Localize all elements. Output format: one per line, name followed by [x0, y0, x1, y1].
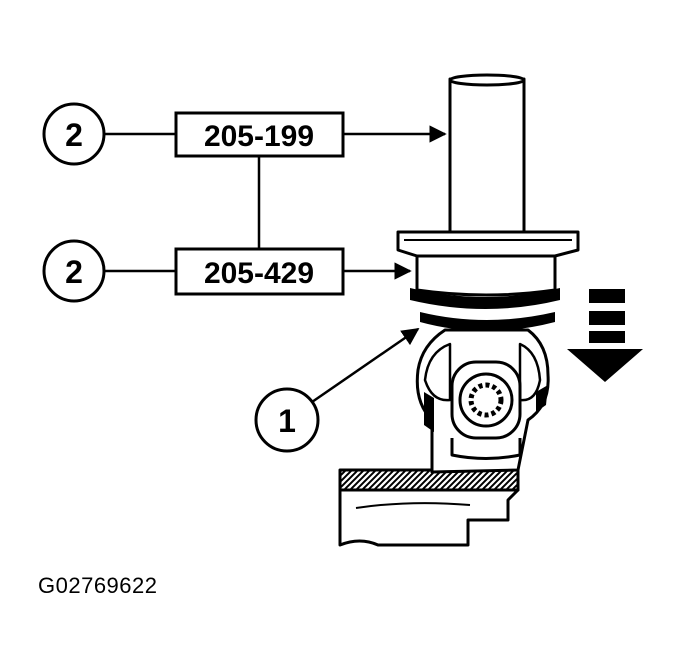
yoke-base — [450, 438, 522, 460]
yoke-inner-arm-left — [423, 342, 452, 402]
part-number-box — [174, 111, 345, 158]
callout-number: 1 — [278, 403, 296, 439]
part-number-box — [174, 247, 345, 296]
arrow-dash-2 — [589, 311, 625, 325]
yoke-inner-arm-right — [518, 342, 542, 402]
bearing-center — [468, 382, 504, 418]
shaft-body — [338, 475, 520, 547]
downward-direction-arrow-icon — [567, 289, 643, 382]
callout-number: 2 — [65, 254, 83, 290]
callout-circle-1 — [254, 387, 320, 453]
arrow-dash-1 — [589, 289, 625, 303]
snap-ring — [420, 312, 555, 331]
forcing-screw — [448, 77, 526, 234]
arrow-dash-3 — [589, 331, 625, 343]
arrow-head — [567, 349, 643, 382]
shaft-contour — [355, 502, 471, 545]
callout-tool-205-429: 2 205-429 — [42, 239, 412, 303]
forcing-screw-top — [448, 73, 526, 87]
pointer-arrow — [311, 327, 420, 404]
callout-component-1: 1 — [254, 327, 420, 453]
driveshaft-illustration — [338, 73, 580, 547]
callout-tool-205-199: 2 205-199 — [42, 102, 447, 166]
part-number-label: 205-429 — [204, 257, 314, 290]
figure-id: G02769622 — [38, 573, 158, 598]
receiver-band — [410, 288, 560, 309]
part-number-label: 205-199 — [204, 120, 314, 153]
yoke-shade-left — [424, 392, 434, 432]
knurled-band — [338, 468, 520, 492]
flange-plate — [396, 230, 580, 258]
yoke-shade-right — [536, 385, 548, 412]
callout-number: 2 — [65, 117, 83, 153]
